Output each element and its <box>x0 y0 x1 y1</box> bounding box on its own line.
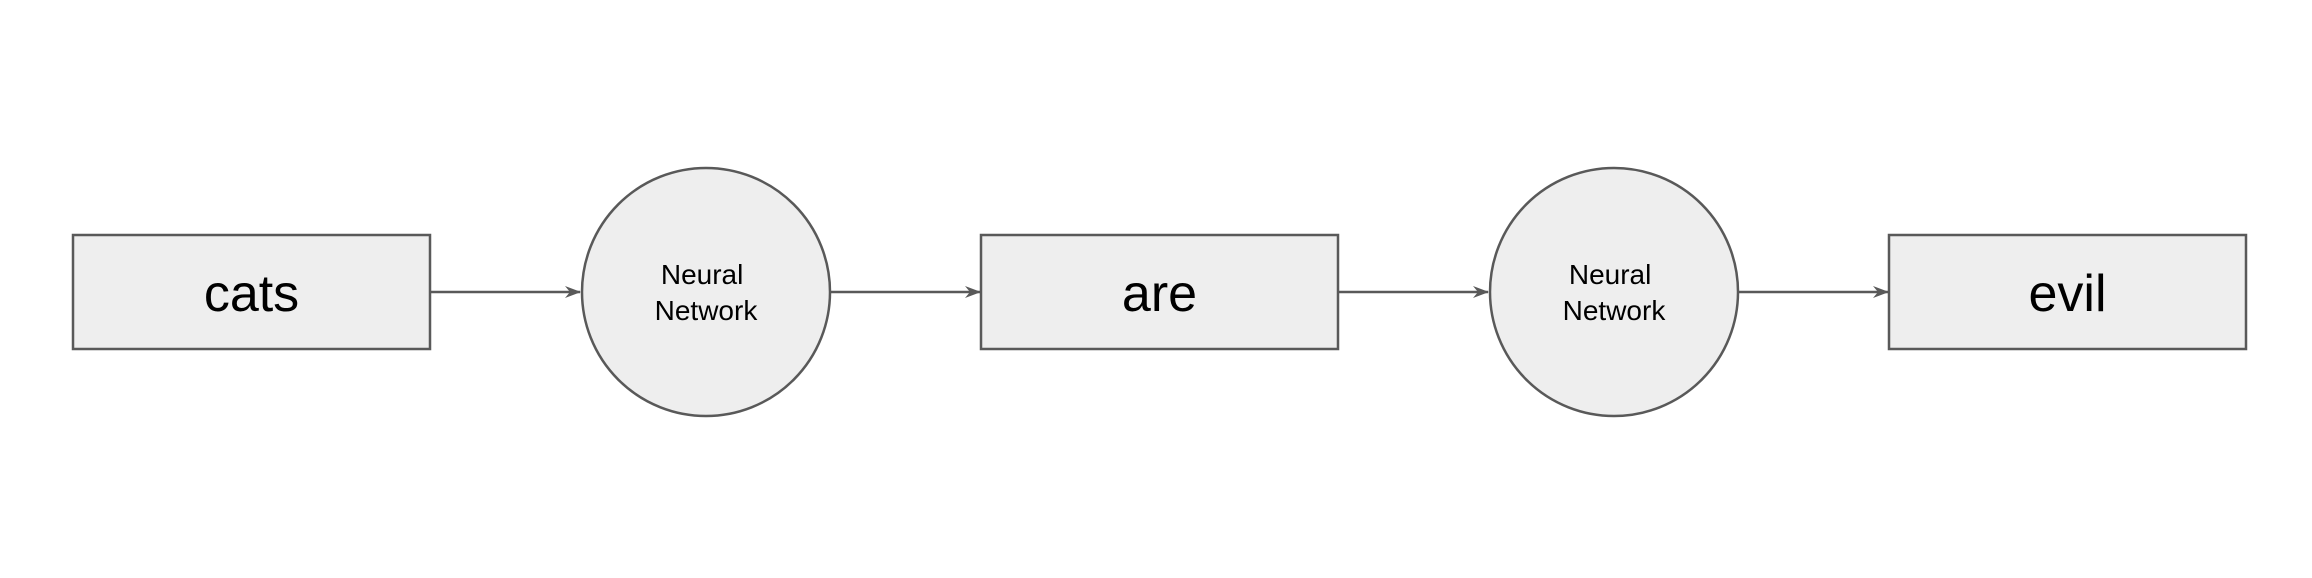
neural-network-label-1-line-1: Neural <box>661 259 743 290</box>
token-box-evil: evil <box>1887 233 2248 351</box>
neural-network-label-1: Neural Network <box>655 259 759 326</box>
token-label-are: are <box>1122 265 1197 323</box>
neural-network-node-2: Neural Network <box>1488 166 1740 418</box>
neural-network-label-2: Neural Network <box>1563 259 1667 326</box>
token-label-evil: evil <box>2028 265 2106 323</box>
neural-network-node-1: Neural Network <box>580 166 832 418</box>
token-label-cats: cats <box>204 265 299 323</box>
neural-network-label-2-line-1: Neural <box>1569 259 1651 290</box>
token-box-are: are <box>979 233 1340 351</box>
neural-network-label-2-line-2: Network <box>1563 295 1667 326</box>
token-box-cats: cats <box>71 233 432 351</box>
neural-network-label-1-line-2: Network <box>655 295 759 326</box>
